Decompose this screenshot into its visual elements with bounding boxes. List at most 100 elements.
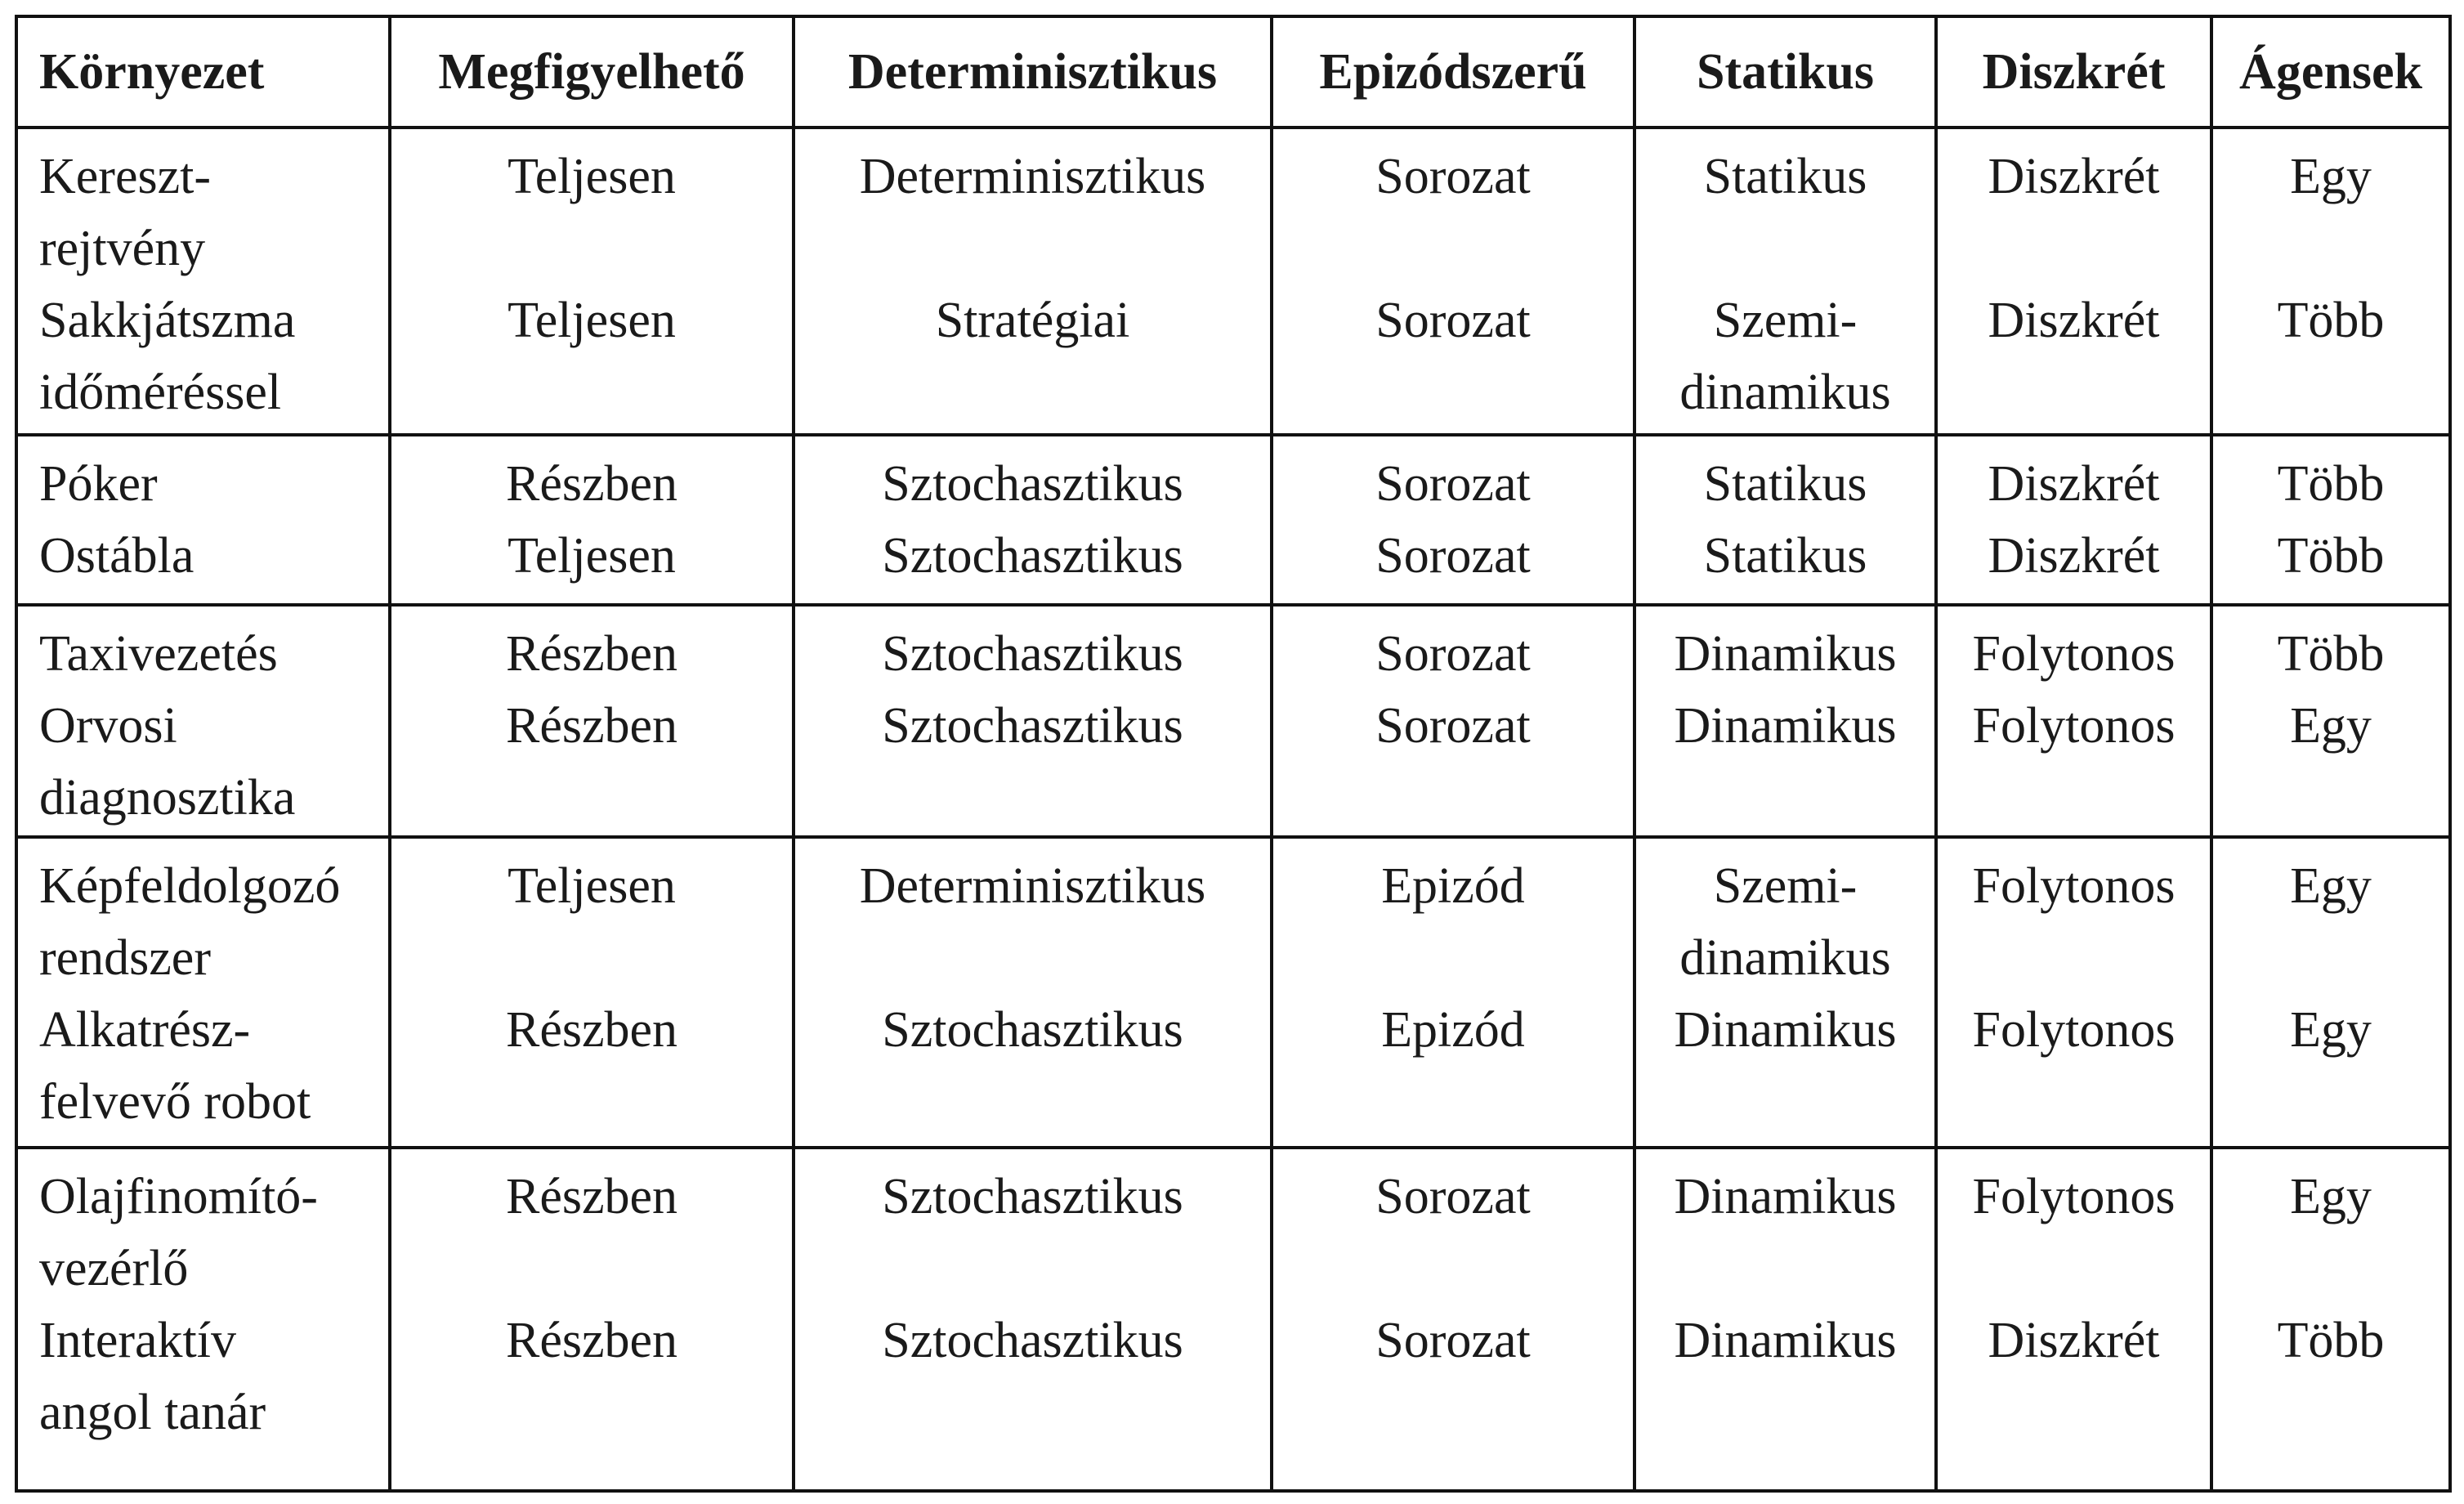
row-entry: Egy xyxy=(2213,690,2448,834)
deterministic-value: Sztochasztikus xyxy=(882,698,1183,754)
row-entry: Sztochasztikus xyxy=(795,1305,1270,1448)
episodic-value: Epizód xyxy=(1381,1002,1525,1058)
static-value: Statikus xyxy=(1703,456,1867,512)
row-entry: Egy xyxy=(2213,994,2448,1138)
row-entry: Szemi-dinamikus xyxy=(1636,284,1934,428)
blank-line xyxy=(795,922,1270,994)
row-entry: Epizód xyxy=(1273,994,1633,1138)
row-entry: Ostábla xyxy=(18,520,388,592)
row-entry: Dinamikus xyxy=(1636,618,1934,690)
agents-value: Több xyxy=(2277,456,2385,512)
blank-line xyxy=(2213,1233,2448,1305)
col-header-observable: Megfigyelhető xyxy=(388,15,795,129)
episodic-value: Sorozat xyxy=(1375,528,1531,584)
deterministic-value: Sztochasztikus xyxy=(882,626,1183,682)
row-entry: Sorozat xyxy=(1273,520,1633,592)
row-entry: Részben xyxy=(391,994,792,1138)
blank-line xyxy=(1636,1066,1934,1138)
discrete-value: Diszkrét xyxy=(1988,149,2160,204)
environment-name: Sakkjátszma xyxy=(39,293,296,348)
row-entry: Folytonos xyxy=(1938,850,2210,994)
col-header-environment: Környezet xyxy=(15,15,391,129)
row-entry: Epizód xyxy=(1273,850,1633,994)
static-value: Dinamikus xyxy=(1674,1169,1897,1224)
blank-line xyxy=(795,213,1270,284)
blank-line xyxy=(1273,1233,1633,1305)
blank-line xyxy=(2213,1376,2448,1448)
blank-line xyxy=(2213,213,2448,284)
agents-value: Egy xyxy=(2290,149,2372,204)
static-value: Szemi- xyxy=(1713,293,1858,348)
row-entry: Sztochasztikus xyxy=(795,448,1270,520)
row-entry: Dinamikus xyxy=(1636,690,1934,834)
row-entry: Több xyxy=(2213,448,2448,520)
agents-value: Egy xyxy=(2290,698,2372,754)
environment-name: Taxivezetés xyxy=(39,626,278,682)
observable-value: Részben xyxy=(505,698,678,754)
discrete-value: Folytonos xyxy=(1972,626,2176,682)
discrete-value: Diszkrét xyxy=(1988,293,2160,348)
environment-name: Képfeldolgozó xyxy=(39,858,341,914)
discrete-value: Folytonos xyxy=(1972,1002,2176,1058)
deterministic-value: Sztochasztikus xyxy=(882,456,1183,512)
row-entry: Részben xyxy=(391,448,792,520)
row-entry: Teljesen xyxy=(391,141,792,284)
row-entry: Több xyxy=(2213,1305,2448,1448)
discrete-value: Folytonos xyxy=(1972,1169,2176,1224)
deterministic-value: Sztochasztikus xyxy=(882,1002,1183,1058)
blank-line xyxy=(391,1233,792,1305)
blank-line xyxy=(1273,1066,1633,1138)
blank-line xyxy=(1938,922,2210,994)
row-entry: Folytonos xyxy=(1938,994,2210,1138)
blank-line xyxy=(391,1066,792,1138)
col-header-discrete: Diszkrét xyxy=(1934,15,2213,129)
static-value: dinamikus xyxy=(1679,365,1891,420)
row-entry: Sorozat xyxy=(1273,141,1633,284)
episodic-value: Sorozat xyxy=(1375,698,1531,754)
row-entry: Diszkrét xyxy=(1938,141,2210,284)
blank-line xyxy=(795,356,1270,428)
row-entry: Sztochasztikus xyxy=(795,520,1270,592)
observable-value: Teljesen xyxy=(508,858,676,914)
col-header-static: Statikus xyxy=(1633,15,1938,129)
environment-name: időméréssel xyxy=(39,365,282,420)
environment-name: Orvosi xyxy=(39,698,177,754)
blank-line xyxy=(1938,1376,2210,1448)
row-entry: Részben xyxy=(391,690,792,834)
deterministic-value: Sztochasztikus xyxy=(882,528,1183,584)
blank-line xyxy=(1273,356,1633,428)
row-entry: Sorozat xyxy=(1273,284,1633,428)
observable-value: Teljesen xyxy=(508,293,676,348)
deterministic-value: Determinisztikus xyxy=(859,858,1206,914)
blank-line xyxy=(1636,1233,1934,1305)
agents-value: Egy xyxy=(2290,1169,2372,1224)
discrete-value: Diszkrét xyxy=(1988,528,2160,584)
row-entry: Egy xyxy=(2213,141,2448,284)
row-entry: Folytonos xyxy=(1938,618,2210,690)
row-entry: Részben xyxy=(391,1161,792,1305)
row-entry: Egy xyxy=(2213,1161,2448,1305)
row-entry: Folytonos xyxy=(1938,690,2210,834)
environment-name: felvevő robot xyxy=(39,1074,311,1130)
blank-line xyxy=(1938,213,2210,284)
blank-line xyxy=(1636,213,1934,284)
agents-value: Egy xyxy=(2290,1002,2372,1058)
environment-name: vezérlő xyxy=(39,1241,189,1296)
